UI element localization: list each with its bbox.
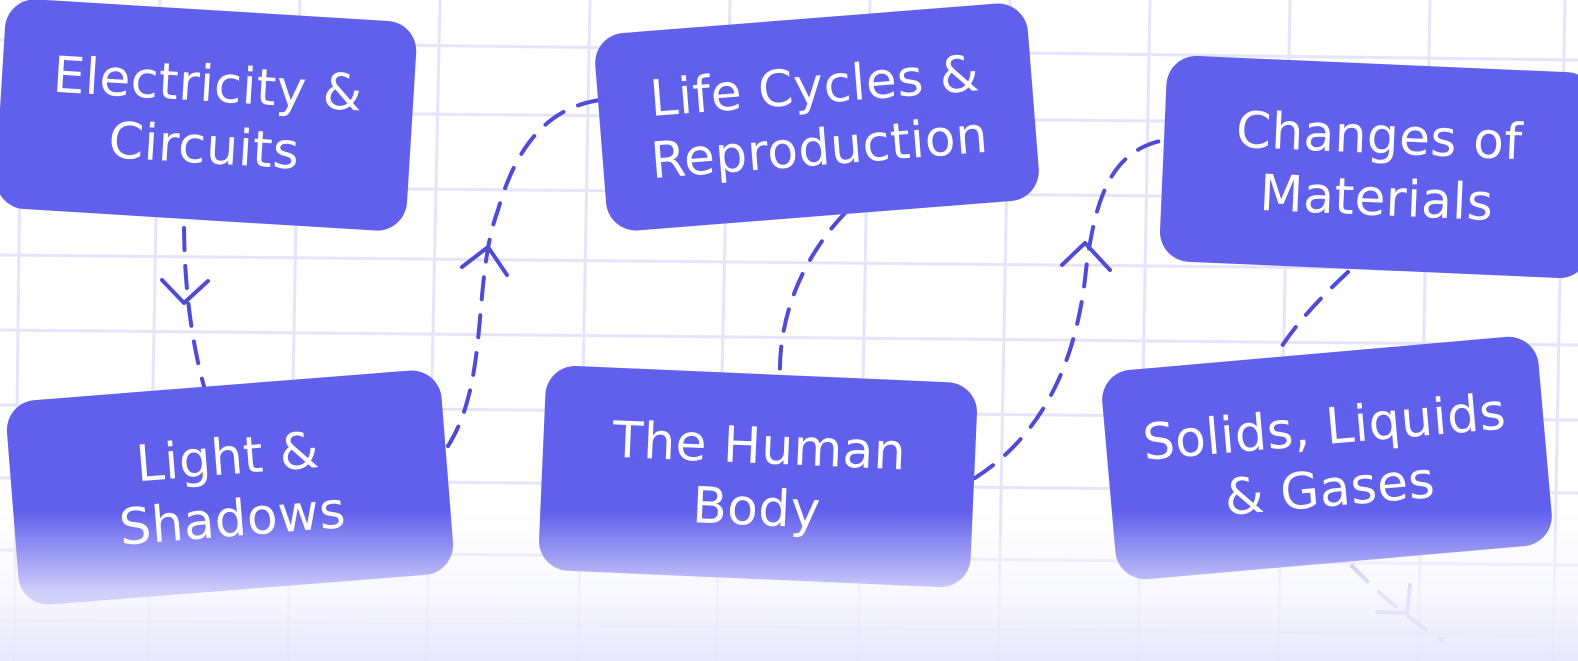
topic-card-life-cycles[interactable]: Life Cycles & Reproduction (592, 1, 1042, 233)
topic-card-electricity-circuits[interactable]: Electricity & Circuits (0, 0, 419, 233)
topic-card-human-body[interactable]: The Human Body (537, 364, 979, 589)
topic-label: Changes of Materials (1232, 99, 1524, 235)
topic-label: The Human Body (609, 408, 908, 545)
topic-label: Life Cycles & Reproduction (644, 42, 990, 192)
topic-card-light-shadows[interactable]: Light & Shadows (4, 368, 456, 607)
connector-electricity-light (182, 226, 207, 392)
topic-label: Solids, Liquids & Gases (1140, 380, 1513, 535)
topic-label-line: Body (691, 475, 822, 540)
connector-life-body (777, 210, 848, 380)
connector-solids-next (1350, 564, 1444, 642)
connector-light-life (446, 98, 602, 448)
topic-card-solids-liquids-gases[interactable]: Solids, Liquids & Gases (1099, 334, 1555, 582)
arrow-head-icon (1375, 583, 1412, 615)
arrow-head-icon (1060, 241, 1112, 272)
topic-label-line: Materials (1258, 163, 1495, 233)
topic-label-line: The Human (611, 410, 908, 481)
topic-card-changes-materials[interactable]: Changes of Materials (1158, 54, 1578, 280)
arrow-head-icon (460, 245, 509, 277)
connector-changes-solids (1276, 270, 1350, 354)
topic-label: Light & Shadows (112, 417, 348, 558)
connector-body-changes (973, 138, 1167, 480)
topic-label: Electricity & Circuits (48, 44, 365, 187)
arrow-head-icon (160, 278, 210, 305)
